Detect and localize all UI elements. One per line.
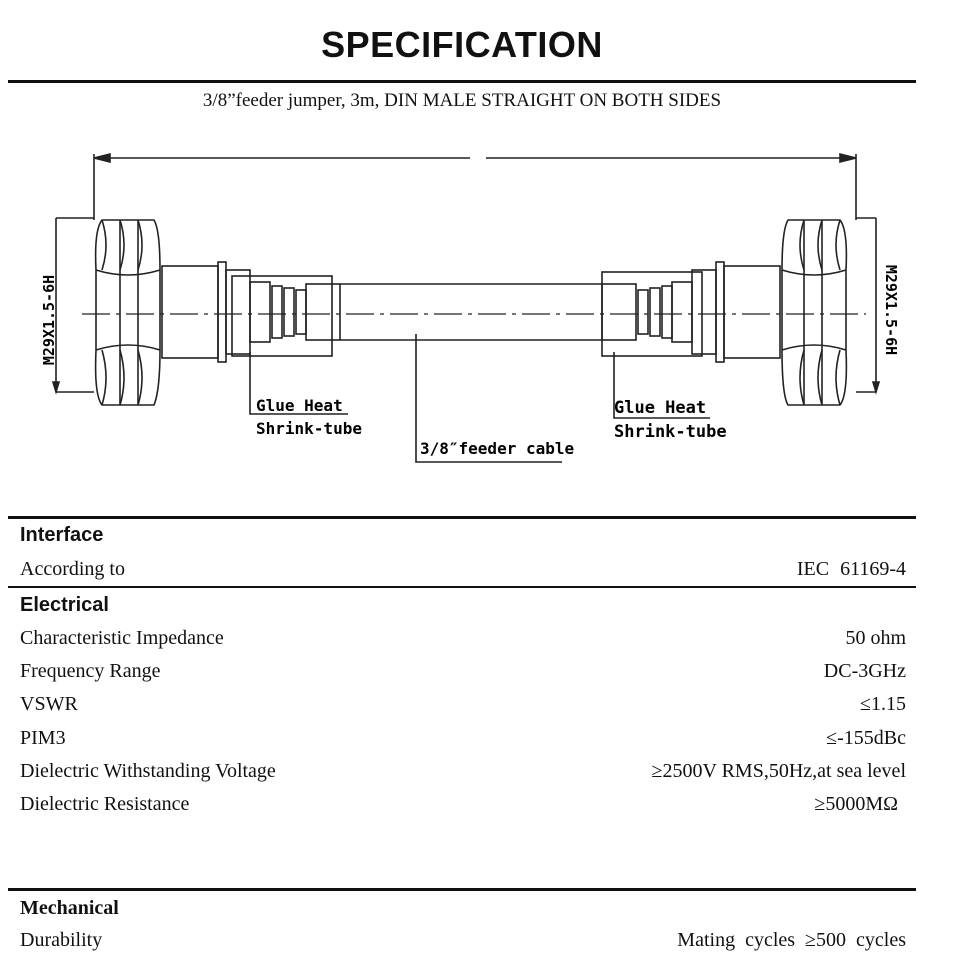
electrical-divider — [8, 586, 916, 588]
interface-divider — [8, 516, 916, 519]
page-title: SPECIFICATION — [321, 24, 603, 65]
spec-value: ≥2500V RMS,50Hz,at sea level — [651, 760, 906, 782]
spec-value: 50 ohm — [845, 627, 906, 649]
spec-row: Dielectric Resistance ≥5000MΩ — [20, 793, 906, 821]
spec-label: Dielectric Resistance — [20, 793, 190, 815]
spec-label: According to — [20, 558, 125, 580]
label-shrink-tube-right: Shrink-tube — [614, 422, 727, 442]
spec-row: PIM3 ≤-155dBc — [20, 727, 906, 755]
thread-spec-left: M29X1.5-6H — [40, 275, 58, 365]
interface-heading: Interface — [20, 524, 104, 546]
electrical-heading: Electrical — [20, 594, 109, 616]
mechanical-heading: Mechanical — [20, 897, 119, 919]
spec-label: VSWR — [20, 693, 78, 715]
spec-row: Characteristic Impedance 50 ohm — [20, 627, 906, 655]
product-subtitle: 3/8”feeder jumper, 3m, DIN MALE STRAIGHT… — [202, 90, 722, 111]
spec-value: IEC 61169-4 — [796, 558, 906, 580]
spec-row: Durability Mating cycles ≥500 cycles — [20, 929, 906, 957]
spec-value: ≥5000MΩ — [814, 793, 898, 815]
thread-spec-right: M29X1.5-6H — [882, 265, 900, 355]
label-glue-heat-right: Glue Heat — [614, 398, 706, 418]
spec-value: Mating cycles ≥500 cycles — [677, 929, 906, 951]
spec-label: Frequency Range — [20, 660, 161, 682]
spec-row: Frequency Range DC-3GHz — [20, 660, 906, 688]
spec-row: According to IEC 61169-4 — [20, 558, 906, 586]
label-shrink-tube-left: Shrink-tube — [256, 419, 362, 438]
mechanical-divider — [8, 888, 916, 891]
spec-value: DC-3GHz — [823, 660, 906, 682]
spec-label: Characteristic Impedance — [20, 627, 224, 649]
spec-label: Durability — [20, 929, 103, 951]
spec-row: VSWR ≤1.15 — [20, 693, 906, 721]
label-glue-heat-left: Glue Heat — [256, 396, 343, 415]
title-divider — [8, 80, 916, 83]
spec-label: Dielectric Withstanding Voltage — [20, 760, 276, 782]
cable-assembly-drawing: M29X1.5-6H M29X1.5-6H Glue Heat Shrink-t… — [10, 120, 910, 485]
spec-label: PIM3 — [20, 727, 66, 749]
label-feeder-cable: 3/8″feeder cable — [420, 439, 574, 458]
spec-value: ≤-155dBc — [826, 727, 906, 749]
spec-row: Dielectric Withstanding Voltage ≥2500V R… — [20, 760, 906, 788]
spec-value: ≤1.15 — [860, 693, 906, 715]
